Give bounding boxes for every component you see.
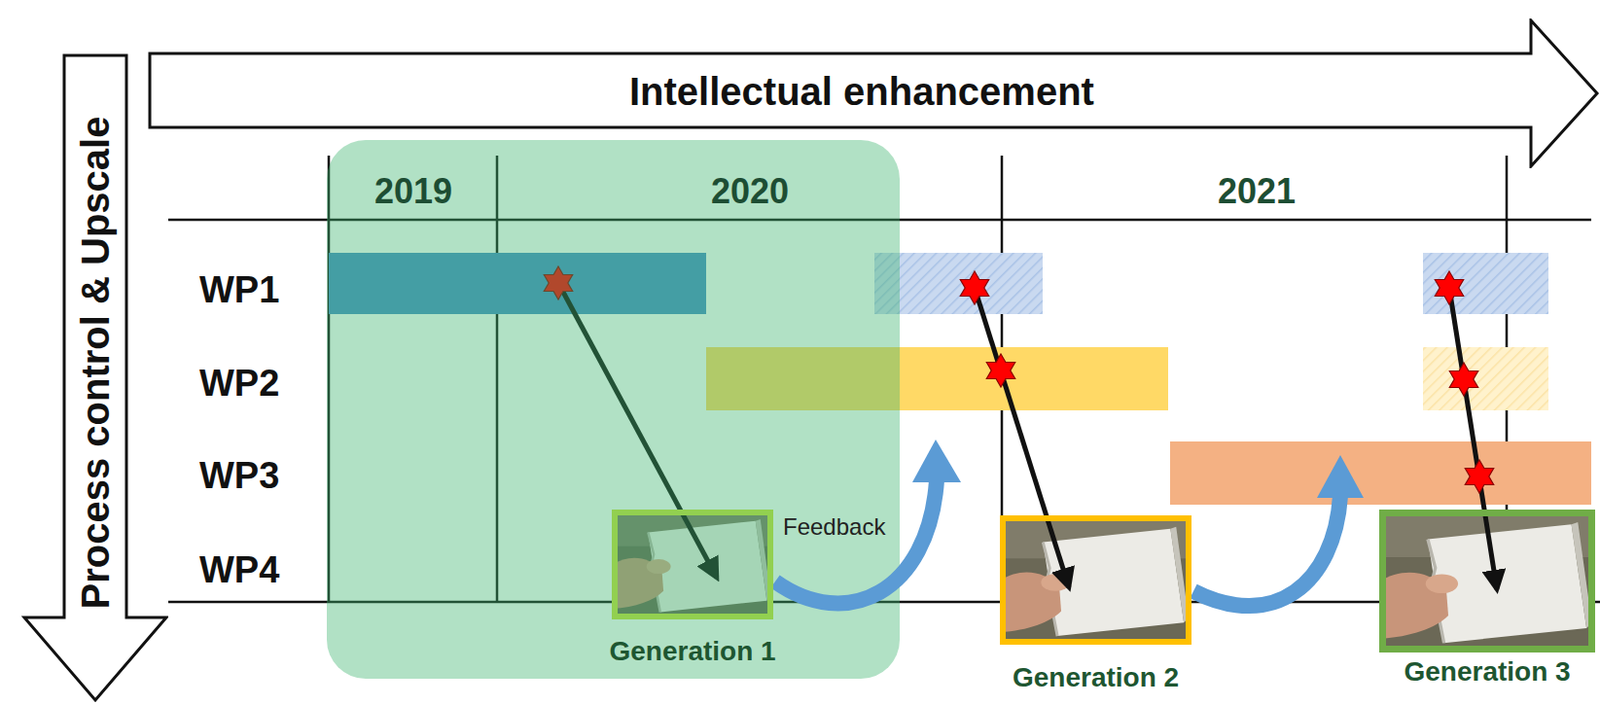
arrow-shape	[24, 55, 167, 701]
scale-arrow: Process control & Upscale	[9, 53, 169, 704]
work-package-label: WP4	[199, 549, 280, 593]
feedback-label: Feedback	[782, 513, 886, 541]
work-package-label: WP3	[199, 455, 280, 498]
milestone-star	[986, 354, 1015, 388]
wp1-bar	[1422, 252, 1549, 315]
milestone-star	[960, 271, 989, 305]
generation-label: Generation 2	[1012, 662, 1179, 694]
milestone-star	[1434, 271, 1463, 305]
generation-frame: Generation 1	[611, 509, 774, 620]
generation-frame: Generation 3	[1379, 509, 1596, 653]
generation-frame: Generation 2	[999, 515, 1192, 645]
generation-label: Generation 1	[609, 636, 777, 668]
brick-photo	[999, 515, 1192, 645]
sample-arrow	[974, 287, 1069, 588]
work-package-label: WP2	[199, 362, 280, 406]
wp2-bar	[1422, 347, 1549, 411]
sample-arrow	[1449, 287, 1497, 590]
generation-label: Generation 3	[1404, 656, 1571, 688]
milestone-star	[1464, 460, 1494, 494]
milestone-star	[1449, 362, 1478, 396]
arrow-shape	[149, 20, 1598, 167]
arrow-label: Intellectual enhancement	[629, 71, 1095, 111]
arrow-label: Process control & Upscale	[75, 116, 115, 610]
feedback-arrowhead	[1316, 455, 1364, 498]
year-label: 2020	[711, 171, 789, 212]
feedback-arrowhead	[912, 439, 961, 483]
feedback-arrow	[775, 480, 937, 604]
year-label: 2019	[374, 171, 453, 212]
work-package-label: WP1	[199, 269, 280, 313]
feedback-arrow	[1193, 496, 1341, 606]
wp3-bar	[1170, 441, 1592, 505]
progress-arrow: Intellectual enhancement	[147, 18, 1600, 169]
year-label: 2021	[1217, 171, 1296, 212]
